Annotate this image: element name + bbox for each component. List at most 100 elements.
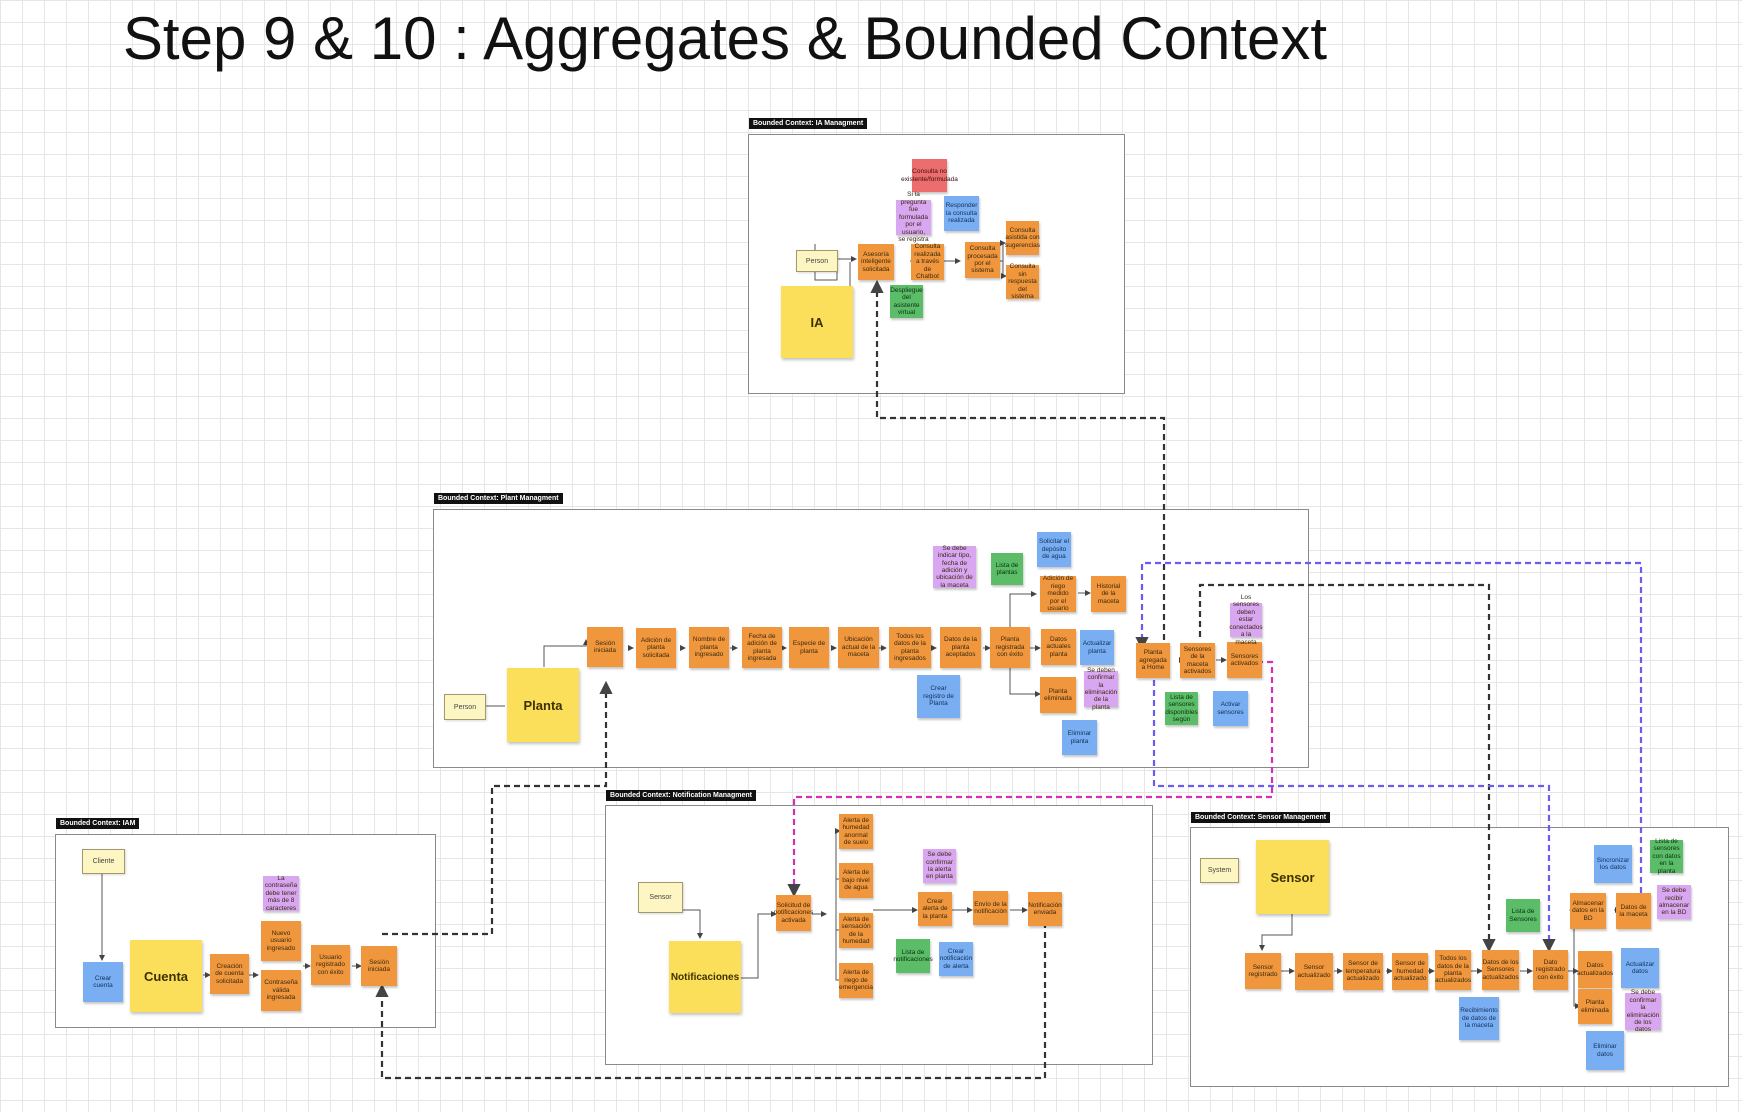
ia-flow-line [997,240,1006,262]
plant-note-green-1: Lista de plantas [991,553,1023,585]
ia-note-2: Consulta realizada a través de Chatbot [911,243,944,280]
ia-note-green: Despliegue del asistente virtual [890,285,923,318]
ia-flow-line [1001,261,1007,279]
sensor-note-5: Todos los datos de la planta actualizado… [1435,950,1471,990]
iam-context-label: Bounded Context: IAM [56,818,140,829]
plant-note-rp: Los sensores deben estar conectados a la… [1229,594,1263,646]
notif-note-7: Envío de la notificación [973,891,1008,925]
sensor-note-2: Sensor actualizado [1295,953,1333,990]
sensor-note-6: Datos de los Sensores actualizados [1482,950,1519,990]
plant-note-13: Historial de la maceta [1091,576,1126,612]
plant-aggregate: Planta [507,668,579,742]
plant-note-blue-3: Eliminar planta [1062,720,1097,755]
sensor-aggregate: Sensor [1256,840,1329,914]
sensor-note-1: Sensor registrado [1245,953,1281,989]
sensor-note-4: Sensor de humedad actualizado [1392,953,1428,990]
ia-note-red: Consulta no existente/formulada [901,159,958,192]
plant-note-4: Fecha de adición de planta ingresada [742,627,782,668]
plant-flow-line [543,639,589,667]
ia-note-1: Asesoría inteligente solicitada [858,244,894,280]
dashed-link-plant-sensor [1198,583,1496,953]
ia-note-4: Consulta asistida con sugerencias [1005,221,1040,255]
ia-context-label: Bounded Context: IA Managment [749,118,868,129]
sensor-context-label: Bounded Context: Sensor Management [1191,812,1331,823]
sensor-note-green-1: Lista de Sensores [1506,899,1540,932]
iam-note-5: Sesión iniciada [361,946,397,986]
plant-note-6: Ubicación actual de la maceta [838,627,879,668]
plant-note-7: Todos los datos de la planta ingresados [889,627,931,668]
notif-flow-line [835,913,840,981]
iam-note-2: Nuevo usuario ingresado [261,921,301,961]
plant-note-5: Especie de planta [789,627,829,668]
plant-flow-line [1009,664,1041,697]
plant-note-1: Sesión iniciada [587,627,623,667]
plant-actor-person: Person [444,694,486,720]
sensor-note-3: Sensor de temperatura actualizado [1343,953,1383,990]
plant-note-purple-2: Se deben confirmar la eliminación de la … [1084,667,1118,711]
ia-note-blue: Responder la consulta realizada [944,196,979,231]
iam-aggregate: Cuenta [130,940,202,1012]
plant-note-rg: Lista de sensores disponibles según [1165,692,1198,725]
plant-note-12: Planta eliminada [1040,677,1076,713]
plant-note-blue-2: Actualizar planta [1080,630,1114,665]
iam-note-1: Creación de cuenta solicitada [210,954,249,994]
plant-note-r3: Sensores activados [1227,642,1262,678]
plant-context-label: Bounded Context: Plant Managment [434,493,563,504]
sensor-note-7: Dato registrado con éxito [1533,950,1568,990]
plant-note-r2: Sensores de la maceta activados [1180,643,1215,678]
iam-note-purple: La contraseña debe tener más de 8 caract… [263,874,299,912]
page-title: Step 9 & 10 : Aggregates & Bounded Conte… [122,5,1328,72]
dashed-link-plant-sensor-2 [1152,680,1556,953]
notif-note-green: Lista de notificaciones [893,939,933,973]
sensor-flow-line [1259,914,1293,951]
sensor-note-10: Datos actualizados [1577,951,1613,988]
notif-note-purple: Se debe confirmar la alerta en planta [923,849,956,883]
notif-actor-sensor: Sensor [638,882,683,913]
plant-note-blue-4: Solicitar el depósito de agua [1037,532,1071,567]
iam-note-blue: Crear cuenta [83,962,123,1002]
sensor-note-blue-2: Sincronizar los datos [1594,845,1632,883]
iam-note-4: Usuario registrado con éxito [311,945,350,985]
plant-note-purple-1: Se debe indicar tipo, fecha de adición y… [933,545,976,589]
notif-note-5: Alerta de riego de emergencia [839,963,873,998]
sensor-note-9: Datos de la maceta [1616,893,1651,929]
dashed-link-iam-plant [382,680,613,936]
ia-actor-person: Person [796,250,838,272]
sensor-actor-system: System [1200,858,1239,883]
notif-note-6: Crear alerta de la planta [918,892,952,926]
notif-flow-line [835,828,841,913]
notif-note-2: Alerta de humedad anormal de suelo [839,814,873,849]
plant-note-rb: Activar sensores [1213,691,1248,726]
plant-note-r1: Planta agregada a Home [1136,643,1170,678]
iam-note-3: Contraseña válida ingresada [261,970,301,1011]
sensor-note-11: Planta eliminada [1578,989,1612,1024]
notif-flow-line [740,911,777,979]
plant-note-11: Adición de riego medido por el usuario [1040,575,1076,612]
plant-note-8: Datos de la planta aceptados [940,627,981,668]
sensor-note-green-2: Lista de sensores con datos en la planta [1650,838,1683,875]
dashed-link-plant-notif [787,660,1274,898]
plant-note-blue-1: Crear registro de Planta [917,675,960,718]
ia-aggregate: IA [781,286,853,358]
sensor-note-8: Almacenar datos en la BD [1570,893,1606,929]
plant-note-9: Planta registrada con éxito [990,627,1030,668]
notif-aggregate: Notificaciones [669,941,741,1013]
sensor-note-purple-1: Se debe confirmar la eliminación de los … [1625,989,1661,1034]
ia-note-5: Consulta sin respuesta del sistema [1006,263,1039,300]
dashed-link-sensor-plant [1135,561,1643,893]
plant-flow-line [1009,591,1037,632]
plant-note-10: Datos actuales planta [1041,629,1076,665]
dashed-link-plant-ia [870,279,1166,650]
notif-flow-line [680,909,703,939]
notif-note-blue: Crear notificación de alerta [939,942,973,976]
sensor-note-blue-1: Recibimiento de datos de la maceta [1459,997,1499,1040]
notif-note-3: Alerta de bajo nivel de agua [839,863,873,898]
notif-context-label: Bounded Context: Notification Managment [606,790,756,801]
plant-note-3: Nombre de planta ingresado [689,627,729,668]
ia-note-purple: Si la pregunta fue formulada por el usua… [896,191,931,243]
sensor-note-blue-4: Eliminar datos [1586,1031,1624,1070]
notif-context-frame [605,805,1153,1065]
sensor-note-purple-2: Se debe recibir almacenar en la BD [1657,885,1691,919]
notif-note-4: Alerta de sensación de la humedad [839,913,873,948]
